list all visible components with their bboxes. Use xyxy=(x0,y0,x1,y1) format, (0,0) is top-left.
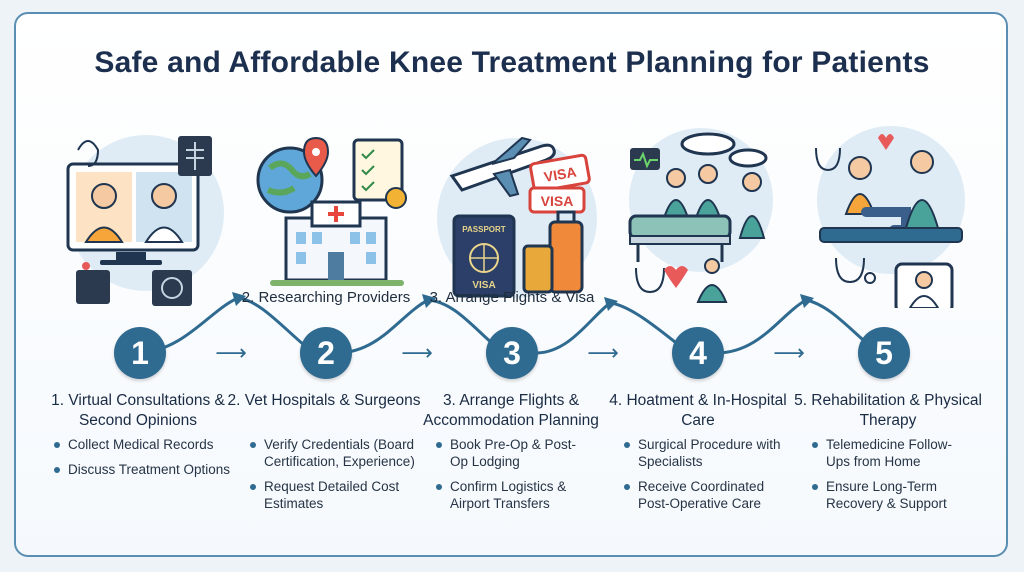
list-item: Receive Coordinated Post-Operative Care xyxy=(622,478,792,512)
step-heading-3: 3. Arrange Flights & Accommodation Plann… xyxy=(423,392,599,429)
list-item: Confirm Logistics & Airport Transfers xyxy=(434,478,594,512)
passport-text: PASSPORT xyxy=(462,225,506,234)
arrow-right-icon: ⟶ xyxy=(401,340,433,365)
visa-stamp-text-1: VISA xyxy=(543,164,578,185)
airplane-passport-icon: VISA VISA PASSPORT VISA xyxy=(432,118,602,308)
list-item: Telemedicine Follow-Ups from Home xyxy=(810,436,975,470)
physical-therapy-icon xyxy=(806,118,976,314)
arrow-right-icon: ⟶ xyxy=(773,340,805,365)
list-item: Request Detailed Cost Estimates xyxy=(248,478,418,512)
list-item: Collect Medical Records xyxy=(52,436,237,453)
step-number-5: 5 xyxy=(858,327,910,379)
step-number-2: 2 xyxy=(300,327,352,379)
step-heading-5: 5. Rehabilitation & Physical Therapy xyxy=(794,392,982,429)
page-title: Safe and Affordable Knee Treatment Plann… xyxy=(94,46,930,79)
step-number-4: 4 xyxy=(672,327,724,379)
step-heading-4: 4. Hoatment & In-Hospital Care xyxy=(609,392,787,429)
step-heading-1: 1. Virtual Consultations & Second Opinio… xyxy=(51,392,225,429)
step-number-3: 3 xyxy=(486,327,538,379)
hospital-globe-icon xyxy=(250,118,420,308)
stage-label-flights: 3. Arrange Flights & Visa xyxy=(429,289,595,306)
list-item: Surgical Procedure with Specialists xyxy=(622,436,792,470)
passport-visa-text: VISA xyxy=(472,280,495,291)
list-item: Book Pre-Op & Post-Op Lodging xyxy=(434,436,594,470)
step-3-bullets: Book Pre-Op & Post-Op Lodging Confirm Lo… xyxy=(434,436,594,520)
visa-stamp-text-2: VISA xyxy=(541,193,574,209)
video-consultation-icon xyxy=(56,118,226,308)
arrow-right-icon: ⟶ xyxy=(215,340,247,365)
step-5-bullets: Telemedicine Follow-Ups from Home Ensure… xyxy=(810,436,975,520)
stage-label-researching: 2. Researching Providers xyxy=(241,289,411,306)
list-item: Verify Credentials (Board Certification,… xyxy=(248,436,418,470)
step-heading-2: 2. Vet Hospitals & Surgeons xyxy=(227,392,421,409)
step-1-bullets: Collect Medical Records Discuss Treatmen… xyxy=(52,436,237,486)
surgery-room-icon xyxy=(616,118,786,308)
step-2-bullets: Verify Credentials (Board Certification,… xyxy=(248,436,418,520)
arrow-right-icon: ⟶ xyxy=(587,340,619,365)
list-item: Discuss Treatment Options xyxy=(52,461,237,478)
step-number-1: 1 xyxy=(114,327,166,379)
step-4-bullets: Surgical Procedure with Specialists Rece… xyxy=(622,436,792,520)
list-item: Ensure Long-Term Recovery & Support xyxy=(810,478,975,512)
